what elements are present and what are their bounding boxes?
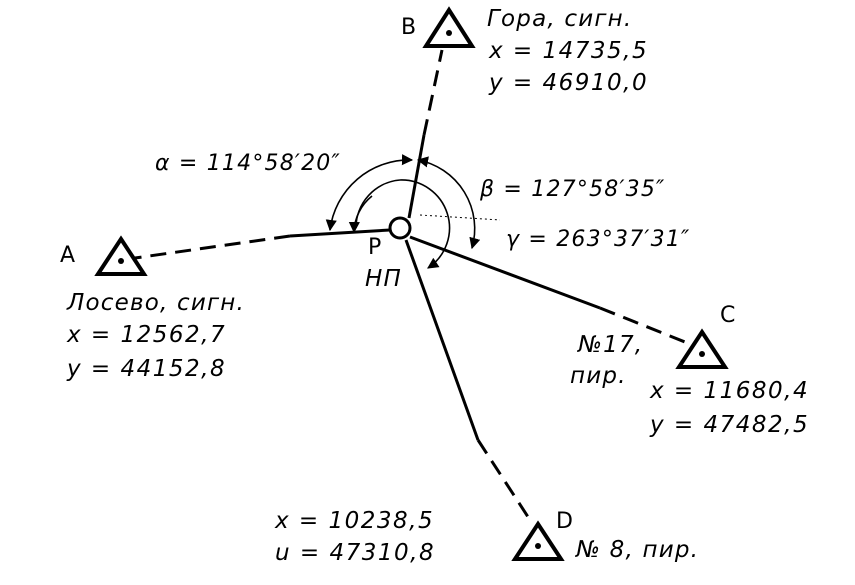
beta-label: β = 127°58′35″ xyxy=(479,177,665,202)
point-b-name: Гора, сигн. xyxy=(487,6,632,32)
point-p-name: НП xyxy=(365,266,402,292)
point-c-letter: C xyxy=(720,303,735,328)
point-d-x: x = 10238,5 xyxy=(274,508,434,534)
point-b-x: x = 14735,5 xyxy=(488,38,648,64)
point-b-y: y = 46910,0 xyxy=(488,70,648,96)
point-c-x: x = 11680,4 xyxy=(649,378,809,404)
triangle-c-icon xyxy=(675,328,729,369)
triangle-a-icon xyxy=(94,235,148,276)
ray-p-to-c xyxy=(409,235,691,346)
point-c-name-line2: пир. xyxy=(570,363,627,389)
point-a-y: y = 44152,8 xyxy=(66,356,226,382)
ray-p-to-a xyxy=(134,228,391,260)
alpha-label: α = 114°58′20″ xyxy=(155,151,341,176)
ray-p-to-b xyxy=(407,49,444,219)
beta-arc xyxy=(416,156,481,250)
point-a-x: x = 12562,7 xyxy=(66,322,226,348)
ray-p-to-d xyxy=(404,239,534,524)
triangle-b-icon xyxy=(422,6,476,48)
gamma-arc-inner xyxy=(348,195,373,234)
point-p-marker xyxy=(388,216,412,240)
point-d-letter: D xyxy=(556,509,573,534)
point-d-y: u = 47310,8 xyxy=(275,540,435,566)
triangle-d-icon xyxy=(511,520,565,561)
point-c-y: y = 47482,5 xyxy=(649,412,809,438)
point-p-letter: P xyxy=(368,235,381,260)
point-a-letter: A xyxy=(60,243,75,268)
point-c-name-line1: №17, xyxy=(576,332,643,358)
gamma-arc xyxy=(355,179,451,268)
angle-guide xyxy=(419,214,501,221)
point-a-name: Лосево, сигн. xyxy=(66,290,245,316)
point-b-letter: B xyxy=(401,15,416,40)
gamma-label: γ = 263°37′31″ xyxy=(506,227,690,252)
point-d-name: № 8, пир. xyxy=(574,537,699,563)
alpha-arc xyxy=(325,154,414,232)
